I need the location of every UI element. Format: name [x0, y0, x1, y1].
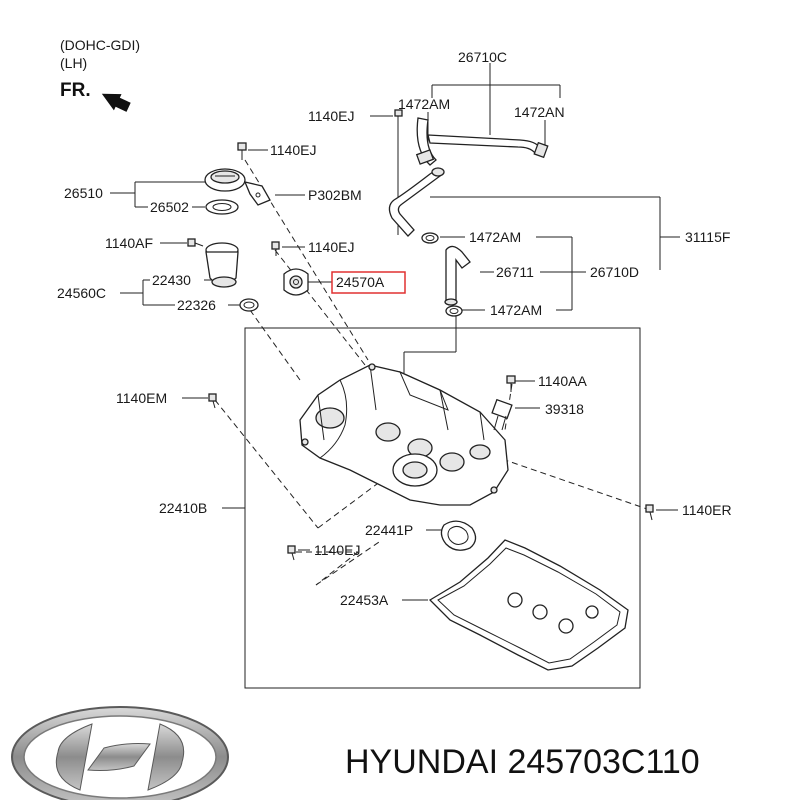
label-1140EJ-top: 1140EJ — [308, 108, 354, 124]
oil-control-valve-icon — [283, 268, 309, 296]
label-26711: 26711 — [496, 264, 534, 280]
bolt-1140EJ-cap-icon — [237, 142, 247, 160]
label-24570A: 24570A — [336, 274, 385, 290]
label-1140EJ-low: 1140EJ — [314, 542, 360, 558]
highlight-box-24570A — [331, 271, 406, 294]
label-1140EM: 1140EM — [116, 390, 167, 406]
bolt-1140AF-icon — [187, 238, 204, 247]
label-22453A: 22453A — [340, 592, 389, 608]
front-direction-label: FR. — [60, 80, 91, 101]
label-31115F: 31115F — [685, 229, 730, 245]
gasket-22441P-icon — [440, 520, 477, 551]
oil-filler-cap-icon — [204, 168, 246, 192]
label-1140ER: 1140ER — [682, 502, 732, 518]
label-26502: 26502 — [150, 199, 189, 215]
filler-neck-icon — [205, 242, 239, 288]
gasket-22453A-icon — [428, 539, 629, 671]
label-22410B: 22410B — [159, 500, 207, 516]
clamp-mid-icon — [421, 232, 439, 244]
bolt-1140ER-icon — [645, 504, 654, 521]
sensor-39318-icon — [491, 398, 513, 431]
breather-hose-lower-icon — [444, 245, 471, 306]
label-26710D: 26710D — [590, 264, 639, 280]
label-1140AF: 1140AF — [105, 235, 153, 251]
brand-part-number: HYUNDAI 245703C110 — [345, 743, 700, 781]
label-1140AA: 1140AA — [538, 373, 587, 389]
bolt-1140AA-icon — [506, 375, 516, 392]
cylinder-head-cover-icon — [299, 363, 509, 506]
label-22326: 22326 — [177, 297, 216, 313]
front-arrow-icon — [101, 93, 131, 112]
pcv-pipe-icon — [388, 167, 445, 237]
label-24560C: 24560C — [57, 285, 106, 301]
bolt-1140EJ-mid-icon — [271, 241, 280, 256]
bolt-1140EJ-top-icon — [394, 109, 403, 126]
bracket-P302BM-icon — [243, 181, 271, 206]
label-1472AN: 1472AN — [514, 104, 565, 120]
bolt-1140EM-icon — [208, 393, 217, 409]
bolt-1140EJ-low-icon — [287, 545, 296, 561]
label-1140EJ-mid: 1140EJ — [308, 239, 354, 255]
label-26510: 26510 — [64, 185, 103, 201]
label-1140EJ-cap: 1140EJ — [270, 142, 316, 158]
side-label: (LH) — [60, 55, 87, 71]
label-39318: 39318 — [545, 401, 584, 417]
cap-gasket-icon — [205, 199, 239, 215]
label-1472AM-mid: 1472AM — [469, 229, 521, 245]
label-1472AM-top: 1472AM — [398, 96, 450, 112]
engine-type-label: (DOHC-GDI) — [60, 37, 140, 53]
hyundai-logo-icon — [11, 706, 229, 800]
o-ring-icon — [239, 298, 259, 312]
label-22430: 22430 — [152, 272, 191, 288]
breather-hose-upper-icon — [415, 117, 549, 166]
label-26710C: 26710C — [458, 49, 507, 65]
clamp-low-icon — [445, 305, 463, 317]
label-1472AM-low: 1472AM — [490, 302, 542, 318]
label-22441P: 22441P — [365, 522, 413, 538]
label-P302BM: P302BM — [308, 187, 362, 203]
